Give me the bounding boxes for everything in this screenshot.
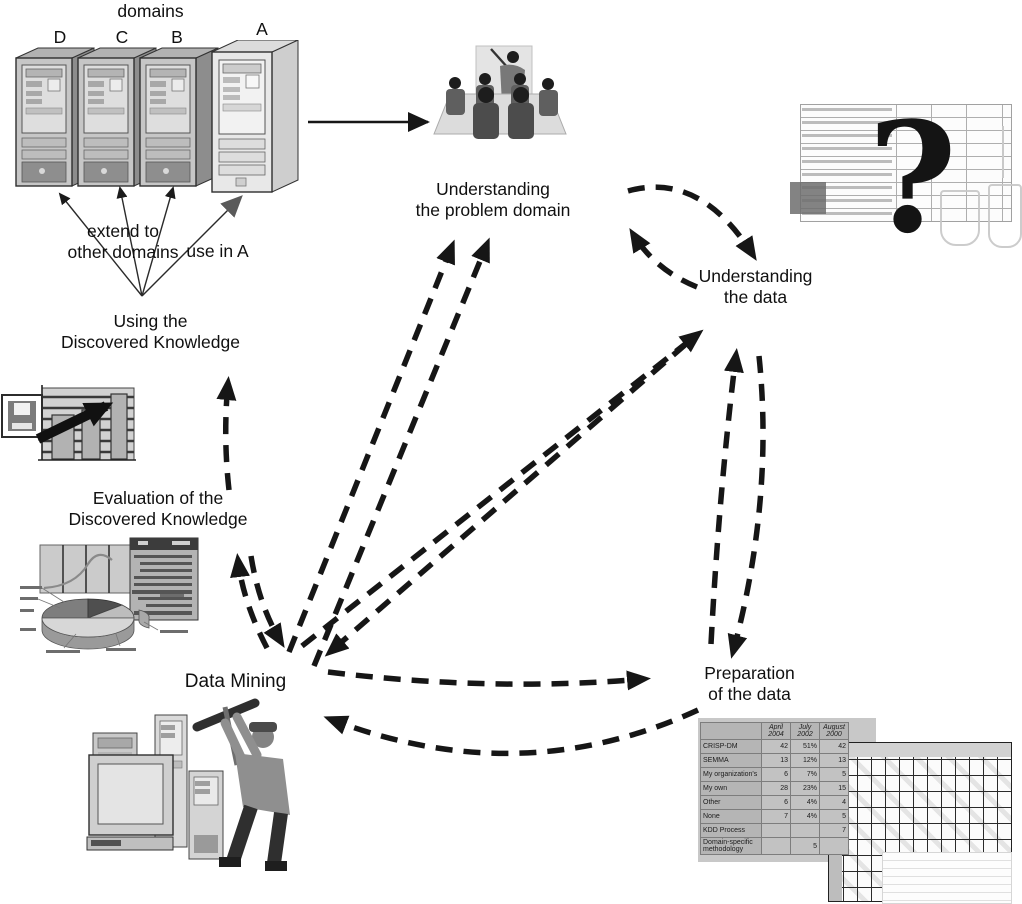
arrow-dm-to-preparation (327, 669, 651, 691)
label-server-a: A (256, 19, 268, 39)
stage-data-understanding: Understanding the data (698, 266, 813, 308)
report-chart-icon (1, 385, 136, 461)
trend-arrow (35, 401, 114, 444)
annotation-use-in-a: use in A (186, 241, 249, 261)
arrow-problem-to-data-understanding (627, 184, 757, 261)
label-server-d: D (53, 27, 67, 47)
faded-photo-block (790, 182, 826, 214)
stage-evaluation: Evaluation of the Discovered Knowledge (68, 488, 248, 530)
pie-chart (20, 586, 188, 653)
arrow-preparation-to-dm (323, 707, 700, 757)
faded-line (1002, 126, 1004, 178)
arrow-dm-to-problem-2 (311, 237, 490, 668)
stage-using: Using the Discovered Knowledge (61, 311, 240, 353)
arrow-dm-to-problem-1 (286, 239, 455, 654)
server-tower-a (211, 40, 299, 193)
miner-figure (192, 698, 290, 871)
mining-clipart-icon (86, 698, 290, 871)
label-server-c: C (115, 27, 129, 47)
stage-problem-domain: Understanding the problem domain (415, 179, 571, 221)
meeting-clipart-icon (433, 45, 567, 139)
faded-sheet (882, 852, 1012, 904)
evaluation-charts-icon (20, 537, 199, 653)
server-tower-b (139, 47, 219, 187)
faded-flask-shape (940, 190, 980, 246)
faded-flask-shape (988, 184, 1022, 248)
label-domains: domains (117, 1, 184, 21)
data-question-icon: ? (788, 98, 1022, 254)
label-server-b: B (171, 27, 183, 47)
question-mark: ? (868, 88, 958, 267)
stage-preparation: Preparation of the data (704, 663, 795, 705)
arrow-evaluation-to-using (216, 376, 237, 491)
server-towers-icon (15, 40, 299, 193)
arrow-data-understanding-to-preparation (727, 355, 766, 659)
arrow-preparation-to-data-understanding (708, 348, 744, 645)
arrow-dm-to-data-understanding (300, 329, 704, 649)
arrow-data-understanding-to-dm (324, 341, 688, 657)
stage-data-mining: Data Mining (184, 671, 287, 692)
